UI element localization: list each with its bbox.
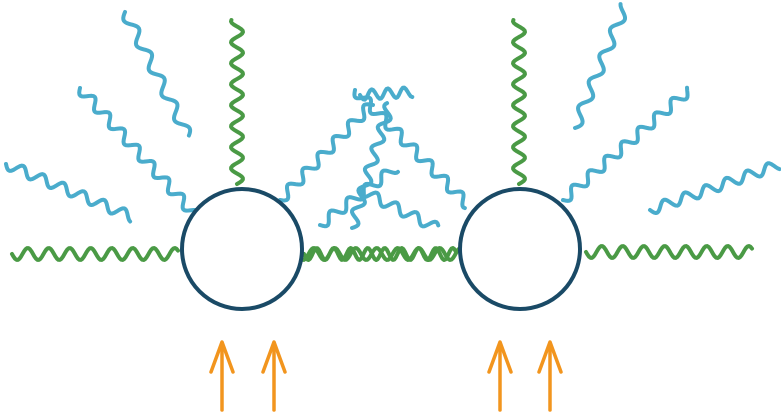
blue-wave-4 [278, 102, 375, 203]
particle-left [180, 187, 304, 311]
scattered-blue-waves [4, 2, 781, 230]
blue-wave-2 [77, 86, 201, 216]
blue-wave-11 [561, 85, 690, 203]
green-wave-1 [10, 246, 180, 262]
blue-wave-7 [358, 188, 441, 229]
incoming-arrow-3 [487, 340, 513, 412]
green-wave-6 [584, 244, 754, 260]
blue-wave-10 [573, 2, 628, 130]
blue-wave-9 [358, 85, 415, 102]
blue-wave-6 [318, 168, 400, 229]
green-wave-4 [302, 246, 458, 262]
blue-wave-5 [352, 88, 467, 211]
blue-wave-12 [648, 161, 781, 216]
green-wave-5 [511, 18, 527, 186]
green-wave-2 [229, 18, 245, 186]
incoming-arrow-2 [261, 340, 287, 412]
green-waves [10, 18, 754, 262]
blue-wave-3 [4, 162, 133, 224]
incoming-arrow-1 [209, 340, 235, 412]
incoming-arrows [209, 340, 563, 412]
incoming-arrow-4 [537, 340, 563, 412]
blue-wave-8 [350, 101, 393, 230]
blue-wave-1 [121, 10, 193, 138]
particle-right [458, 187, 582, 311]
particles [180, 187, 582, 311]
